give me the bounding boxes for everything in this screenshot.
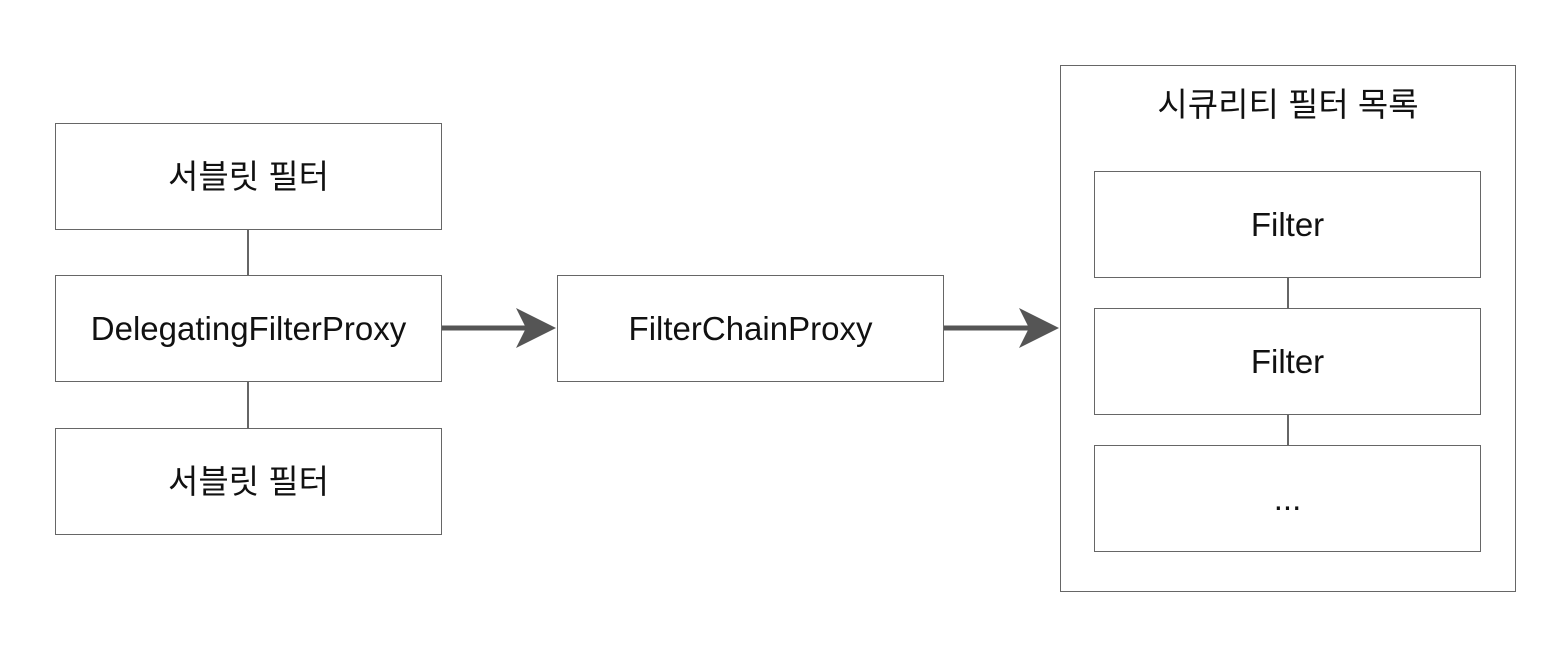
security-filter-list-title: 시큐리티 필터 목록 [1157,86,1419,123]
servlet-filter-label-top: 서블릿 필터 [168,158,329,195]
connector-proxy-to-bottom [247,381,249,428]
filter-chain-proxy-box: FilterChainProxy [557,275,944,382]
security-filter-item-label: Filter [1250,343,1325,380]
connector-top-to-proxy [247,229,249,275]
security-filter-item: Filter [1094,171,1481,278]
delegating-filter-proxy-label: DelegatingFilterProxy [90,310,407,347]
servlet-filter-label-bottom: 서블릿 필터 [168,463,329,500]
connector-filter-2-to-more [1287,414,1289,446]
security-filter-item-more: ... [1094,445,1481,552]
security-filter-item-more-label: ... [1273,480,1302,517]
servlet-filter-box-bottom: 서블릿 필터 [55,428,442,535]
security-filter-item: Filter [1094,308,1481,415]
servlet-filter-box-top: 서블릿 필터 [55,123,442,230]
delegating-filter-proxy-box: DelegatingFilterProxy [55,275,442,382]
security-filter-list-group: 시큐리티 필터 목록 [1060,65,1516,592]
filter-chain-proxy-label: FilterChainProxy [628,310,873,347]
connector-filter-1-to-2 [1287,277,1289,309]
security-filter-item-label: Filter [1250,206,1325,243]
